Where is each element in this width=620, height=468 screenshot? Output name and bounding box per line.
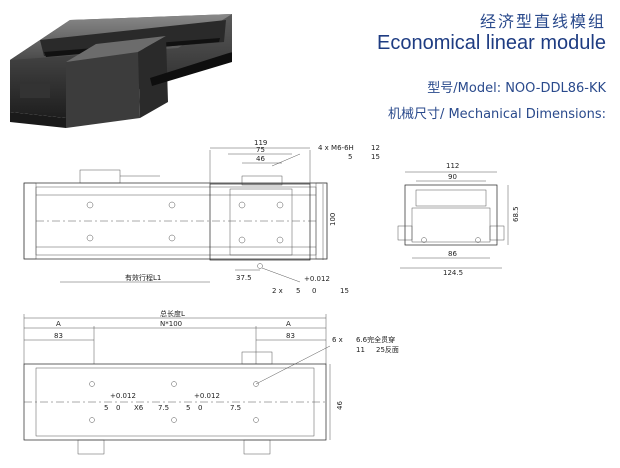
- dim-83-right: 83: [286, 332, 295, 340]
- hole-quantity: 6 x: [332, 336, 343, 344]
- hole-diameter: 6.6完全贯穿: [356, 335, 395, 344]
- total-length-label: 总长度L: [160, 309, 185, 318]
- stroke-label: 有效行程L1: [125, 273, 161, 282]
- tol-a-bottom: 0: [116, 404, 120, 412]
- screw-depth-12: 12: [371, 144, 380, 152]
- dim-83-left: 83: [54, 332, 63, 340]
- screw-spec: 4 x M6-6H: [318, 144, 354, 152]
- tol-a-dia: 5: [104, 404, 108, 412]
- hole-counterbore: 11: [356, 346, 365, 354]
- title-english: Economical linear module: [376, 32, 606, 54]
- x6-label: X6: [134, 404, 144, 412]
- dim-112: 112: [446, 162, 459, 170]
- dim-100: 100: [329, 213, 337, 226]
- dim-119: 119: [254, 139, 267, 147]
- end-view-drawing: [397, 171, 509, 269]
- tol-a-top: +0.012: [110, 392, 136, 400]
- cbore-depth-15: 15: [371, 153, 380, 161]
- hole-depth: 25反面: [376, 345, 399, 354]
- product-photo: [10, 14, 232, 128]
- pin-diameter: 5: [296, 287, 300, 295]
- tol-b-bottom: 0: [198, 404, 202, 412]
- dimensions-label: 机械尺寸/ Mechanical Dimensions:: [387, 107, 606, 122]
- dim-46-bottom: 46: [336, 401, 344, 410]
- dim-46: 46: [256, 155, 265, 163]
- dim-90: 90: [448, 173, 457, 181]
- bottom-view-drawing: [23, 314, 331, 455]
- tol-b-top: +0.012: [194, 392, 220, 400]
- pin-quantity: 2 x: [272, 287, 283, 295]
- dim-124-5: 124.5: [443, 269, 463, 277]
- depth-a: 7.5: [158, 404, 169, 412]
- title-chinese: 经济型直线模组: [479, 12, 606, 31]
- dim-a-left: A: [56, 320, 61, 328]
- pin-tolerance-bottom: 0: [312, 287, 316, 295]
- model-label: 型号/Model: NOO-DDL86-KK: [427, 81, 606, 96]
- pin-tolerance-top: +0.012: [304, 275, 330, 283]
- dim-86: 86: [448, 250, 457, 258]
- depth-b: 7.5: [230, 404, 241, 412]
- dim-a-right: A: [286, 320, 291, 328]
- cbore-5: 5: [348, 153, 352, 161]
- dim-68-5: 68.5: [512, 206, 520, 222]
- side-view-drawing: [23, 147, 328, 283]
- pin-depth: 15: [340, 287, 349, 295]
- tol-b-dia: 5: [186, 404, 190, 412]
- dim-75: 75: [256, 146, 265, 154]
- dim-37-5: 37.5: [236, 274, 252, 282]
- dim-n100: N*100: [160, 320, 182, 328]
